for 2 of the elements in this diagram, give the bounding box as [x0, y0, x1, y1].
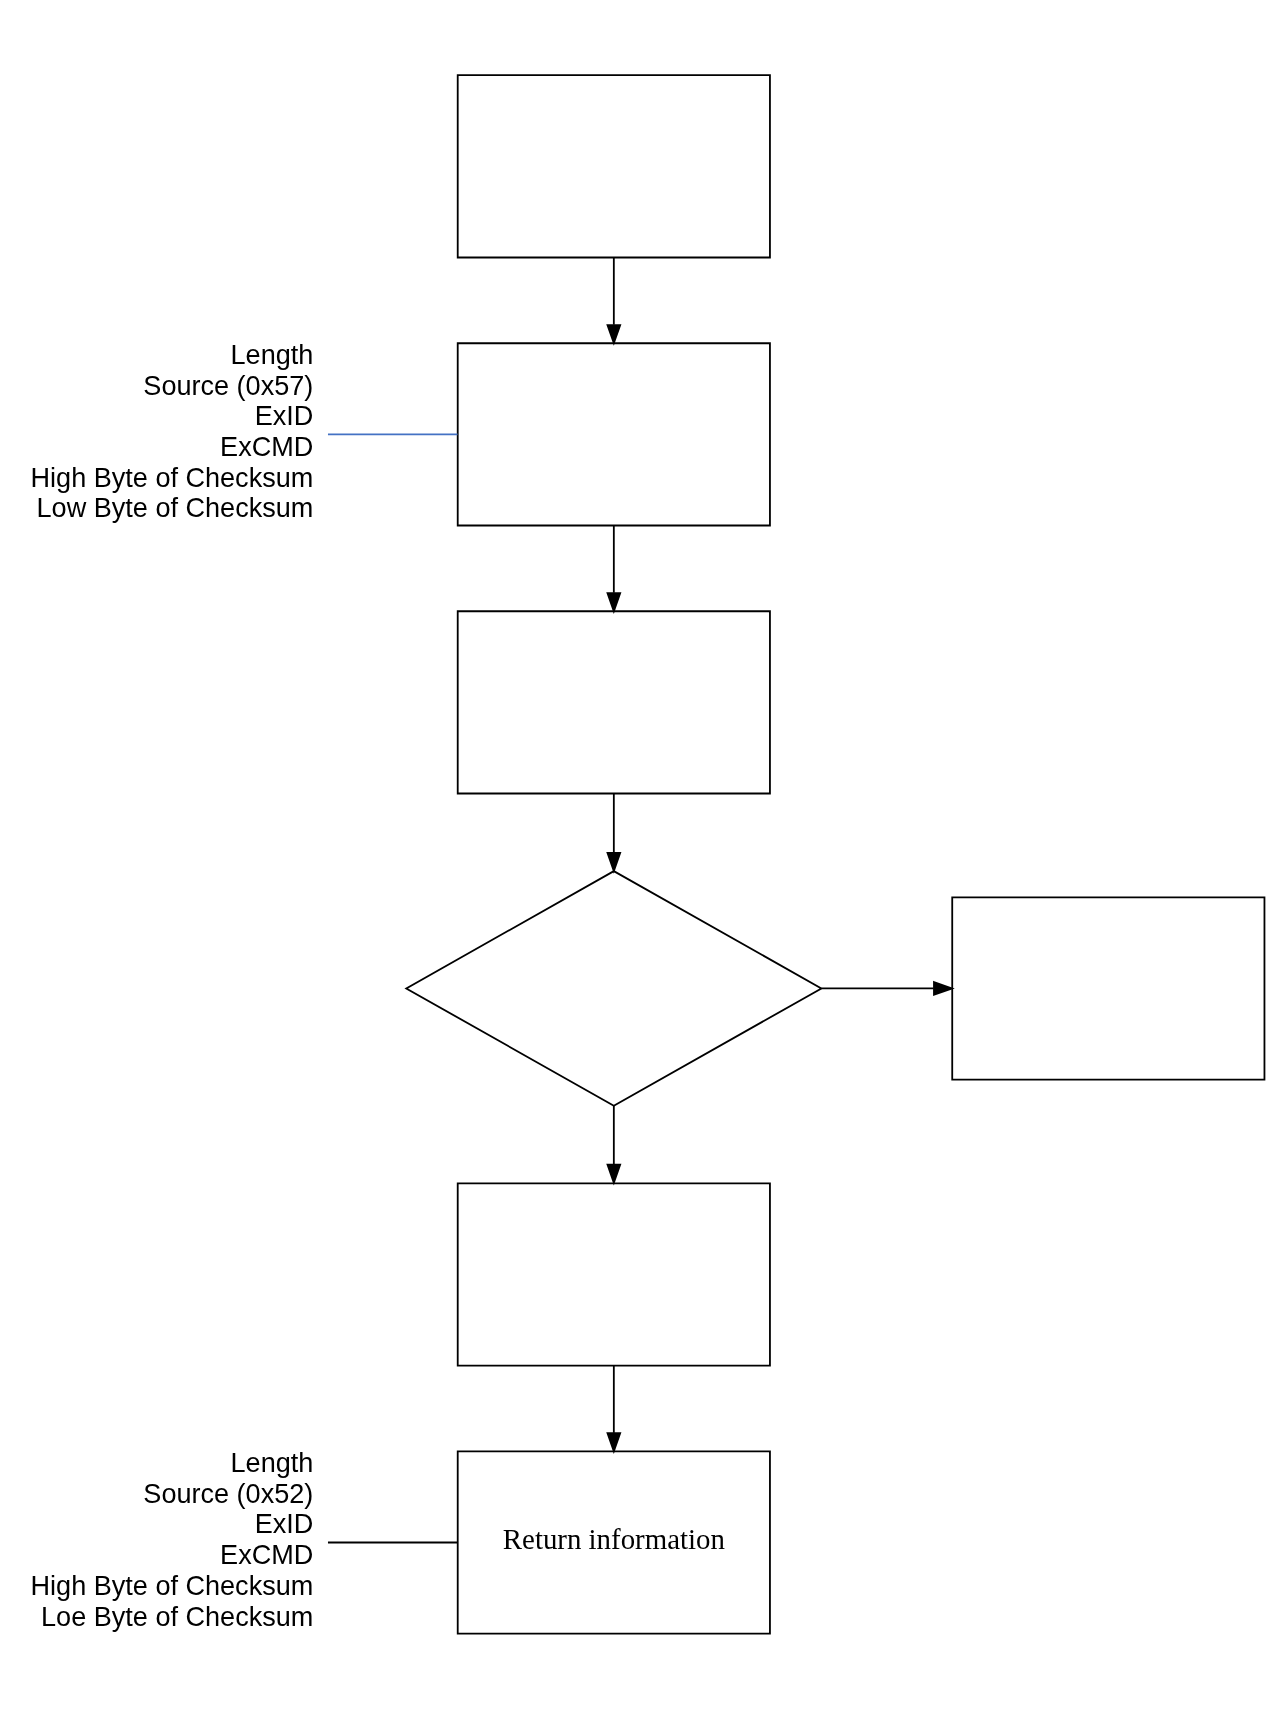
node-text: Length Source (0x52) ExID ExCMD High Byte of Checksum Loe Byte of Checksum: [30, 1446, 314, 1632]
node-text: Length Source (0x57) ExID ExCMD High Byte of Checksum Low Byte of Checksum: [30, 338, 314, 523]
